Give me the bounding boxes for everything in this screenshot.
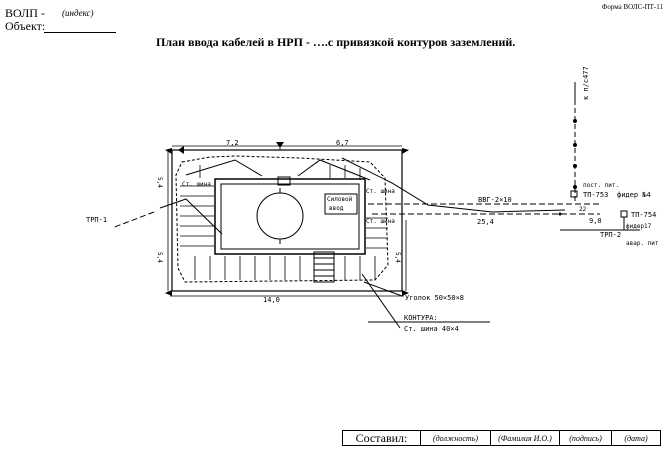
dim-9-0: 9,0 <box>589 217 602 225</box>
dim-25-4: 25,4 <box>477 218 494 226</box>
tp753-box <box>570 190 578 198</box>
fider4-label: фидер №4 <box>617 191 651 199</box>
vvg-label: ВВГ-2×10 <box>478 196 512 204</box>
sostavil-label: Составил: <box>343 431 421 445</box>
kontura-label: КОНТУРА: <box>404 314 438 322</box>
dim-right-lower: 5,4 <box>394 252 401 263</box>
kp-label: к п/с477 <box>582 66 590 100</box>
dim-top-left: 7,2 <box>226 139 239 147</box>
dim-top-right: 6,7 <box>336 139 349 147</box>
dim-bottom: 14,0 <box>263 296 280 304</box>
building-outer-wall <box>214 178 366 255</box>
equipment-circle <box>256 192 304 240</box>
silovoy-label: Силовой <box>327 196 353 203</box>
grounding-contour-outer <box>171 149 403 292</box>
position-field[interactable]: (должность) <box>421 431 491 445</box>
dim-left-lower: 5,4 <box>156 252 163 263</box>
fider17-label: фидер17 <box>626 223 652 230</box>
trp1-cable <box>159 198 223 235</box>
volp-label: ВОЛП - <box>5 6 45 20</box>
avar-pit-label: авар. пит <box>626 240 659 247</box>
date-field[interactable]: (дата) <box>624 433 648 443</box>
object-label: Объект: <box>5 19 46 33</box>
tp754-box <box>620 210 628 218</box>
name-field[interactable]: (Фамилия И.О.) <box>491 431 560 445</box>
grounding-contour-dashed <box>175 155 389 283</box>
vvod-label: ввод <box>329 205 344 212</box>
st-shina-right1: Ст. шина <box>366 188 395 195</box>
stairs <box>313 251 335 283</box>
trp2-label: ТРП-2 <box>600 231 621 239</box>
signature-table: Составил: (должность) (Фамилия И.О.) (по… <box>342 430 661 446</box>
st-shina-left: Ст. шина <box>182 181 211 188</box>
st-shina-right2: Ст. шина <box>366 218 395 225</box>
object-field-line[interactable] <box>44 32 116 33</box>
volp-index-label: (индекс) <box>62 8 94 18</box>
signature-field[interactable]: (подпись) <box>560 431 612 445</box>
dim-22: 22 <box>579 206 587 213</box>
post-pit-label: пост. пит. <box>583 182 619 189</box>
plan-title: План ввода кабелей в НРП - ….с привязкой… <box>156 35 516 49</box>
tp754-label: ТП-754 <box>631 211 656 219</box>
st-shina-40-label: Ст. шина 40×4 <box>404 325 459 333</box>
tp753-label: ТП-753 <box>583 191 608 199</box>
dim-left-upper: 5,4 <box>156 177 163 188</box>
ugolok-label: Уголок 50×50×8 <box>405 294 464 302</box>
form-code: Форма ВОЛС-ПТ-11 <box>601 3 663 11</box>
trp1-label: ТРП-1 <box>86 216 107 224</box>
power-entry-box <box>324 193 358 215</box>
